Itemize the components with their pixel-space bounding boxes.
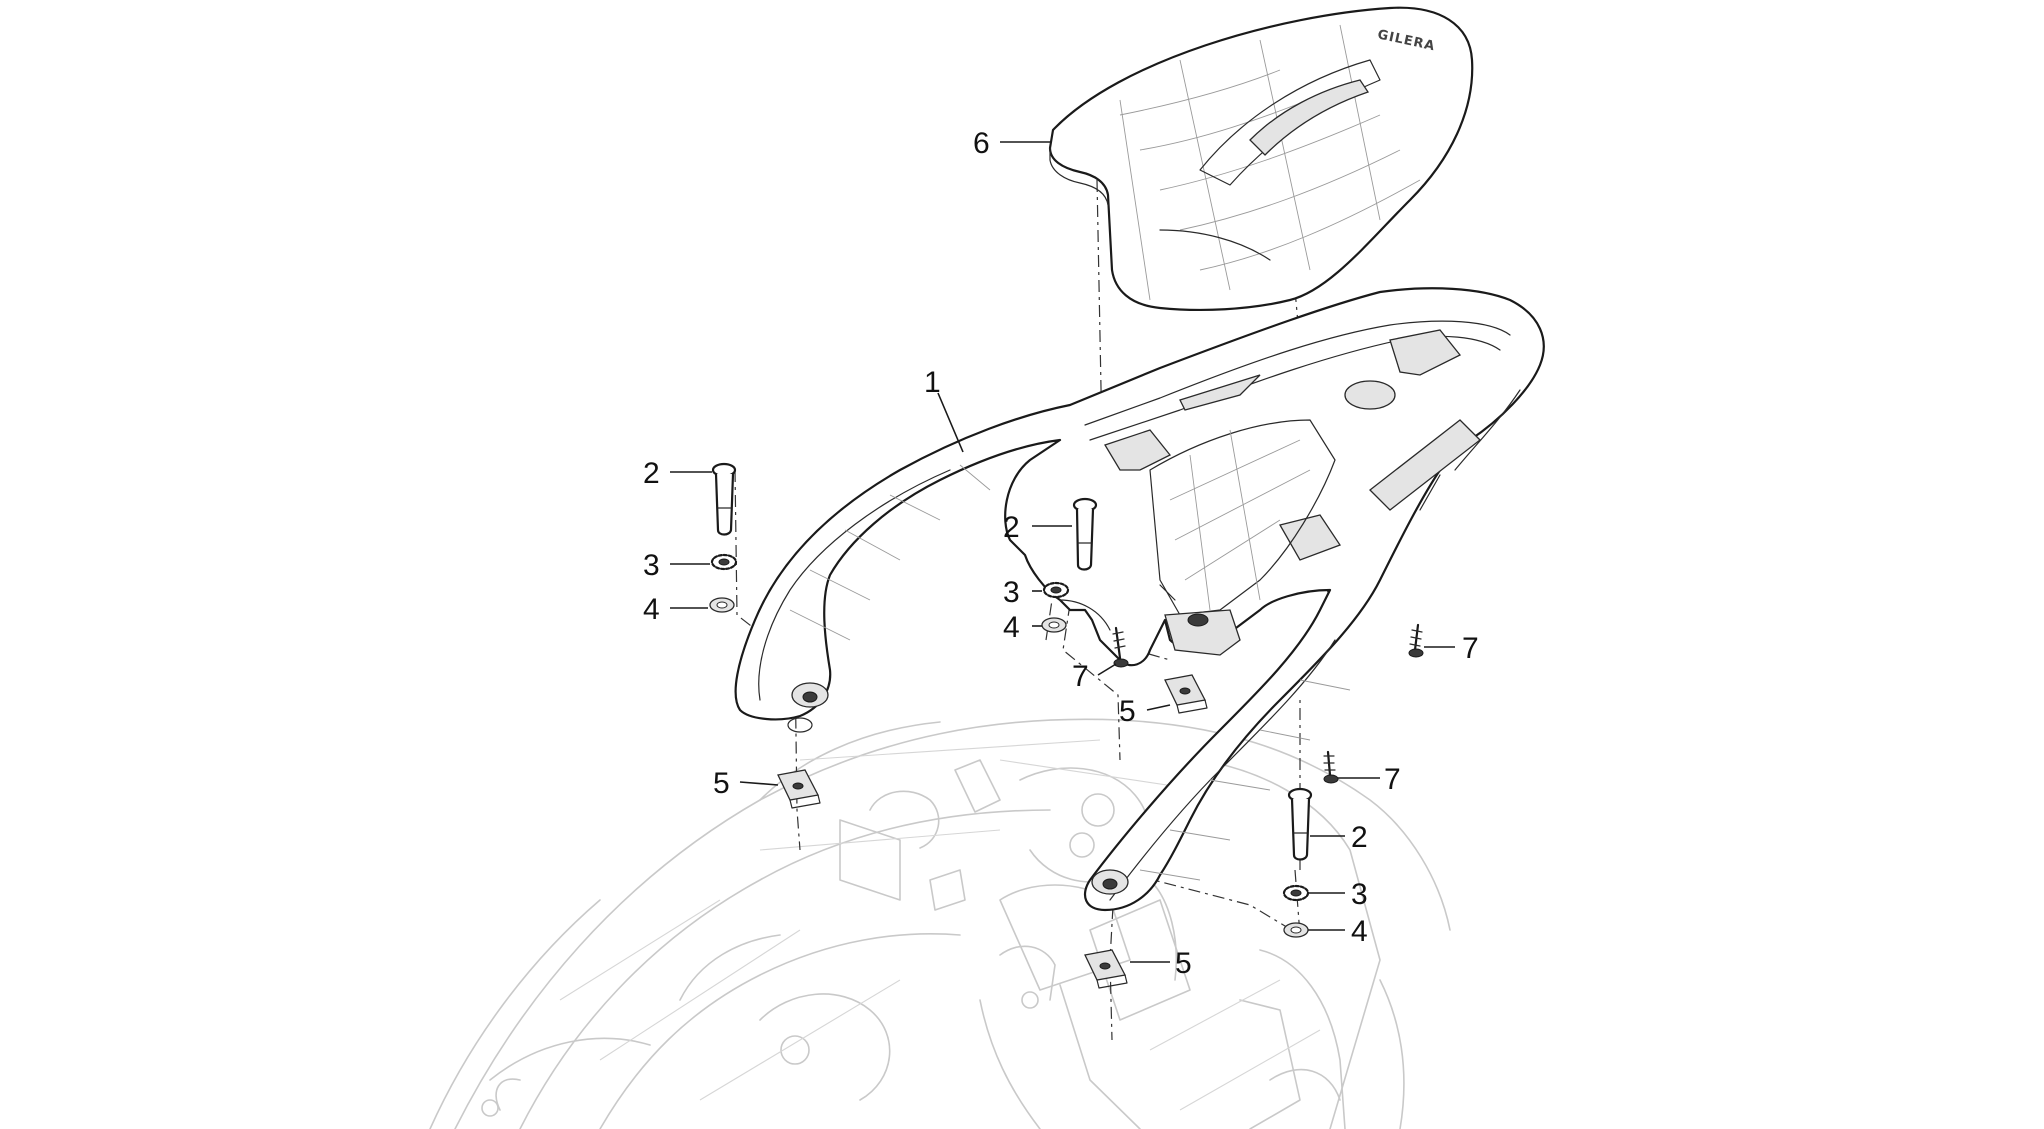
callout-7-screw-right: 7 — [1384, 763, 1401, 796]
callout-5-clip-nut-center: 5 — [1119, 695, 1136, 728]
lock-washer-part-a — [710, 553, 738, 571]
callout-3-lock-washer-right: 3 — [1351, 878, 1368, 911]
clip-nut-part-c — [1084, 949, 1128, 989]
callout-3-lock-washer-left: 3 — [643, 549, 660, 582]
bolt-part-a — [711, 462, 737, 536]
callout-4-flat-washer-left: 4 — [643, 593, 660, 626]
bolt-part-b — [1072, 497, 1098, 571]
flat-washer-part-c — [1283, 922, 1309, 938]
seat-cover-part: GILERA — [1048, 6, 1474, 312]
leader-lines — [670, 141, 1455, 963]
flat-washer-part-b — [1041, 617, 1067, 633]
clip-nut-part-b — [1164, 674, 1208, 714]
bolt-part-c — [1287, 787, 1313, 861]
callout-6-seat-cover: 6 — [973, 127, 990, 160]
callout-5-clip-nut-right: 5 — [1175, 947, 1192, 980]
clip-nut-part-a — [777, 769, 821, 809]
callout-labels: 1 2 3 4 2 3 4 7 5 6 5 5 2 3 4 7 7 — [643, 127, 1479, 980]
screw-part-c — [1323, 750, 1339, 784]
callout-4-flat-washer-center: 4 — [1003, 611, 1020, 644]
flat-washer-part-a — [709, 597, 735, 613]
screw-part-b — [1408, 623, 1424, 658]
callout-2-bolt-right: 2 — [1351, 821, 1368, 854]
callout-4-flat-washer-right: 4 — [1351, 915, 1368, 948]
callout-2-bolt-center: 2 — [1003, 511, 1020, 544]
callout-1-rear-rack: 1 — [924, 366, 941, 399]
callout-7-screw-center: 7 — [1072, 660, 1089, 693]
callout-3-lock-washer-center: 3 — [1003, 576, 1020, 609]
lock-washer-part-c — [1282, 884, 1310, 902]
callout-5-clip-nut-left: 5 — [713, 767, 730, 800]
lock-washer-part-b — [1042, 581, 1070, 599]
screw-part-a — [1112, 626, 1129, 668]
callout-7-screw-far-right: 7 — [1462, 632, 1479, 665]
rear-rack-part — [734, 287, 1545, 912]
callout-2-bolt-left: 2 — [643, 457, 660, 490]
